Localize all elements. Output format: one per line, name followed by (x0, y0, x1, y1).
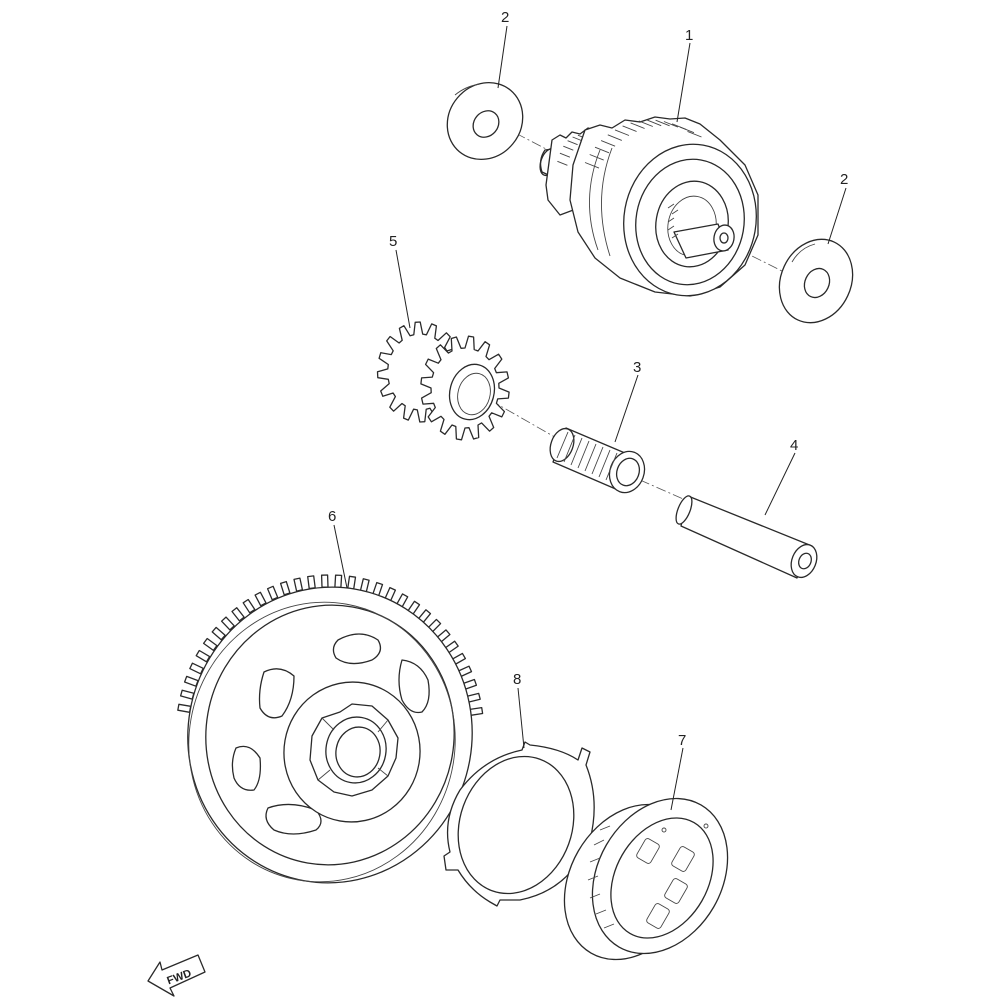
callout-part-1: 1 (685, 27, 693, 44)
callout-part-2-upper: 2 (501, 9, 509, 26)
callout-part-6: 6 (328, 508, 336, 525)
gear-tooth-line (622, 125, 637, 132)
callout-part-3: 3 (633, 359, 641, 376)
callout-part-2-lower: 2 (840, 171, 848, 188)
starter-wheel-gear (177, 574, 484, 884)
callout-part-4: 4 (790, 437, 798, 454)
wheel-gear-tooth (307, 575, 316, 590)
wheel-gear-tooth (179, 689, 195, 700)
wheel-gear-tooth (469, 706, 484, 716)
callout-numbers: 2 1 2 3 4 5 6 7 8 (328, 9, 848, 749)
wheel-gear-tooth (254, 591, 267, 607)
gear-tooth-line (630, 122, 645, 129)
gear-tooth-line (600, 140, 616, 147)
wheel-gear-tooth (195, 649, 211, 663)
callout-part-8: 8 (513, 671, 521, 688)
wheel-gear-tooth (266, 585, 279, 601)
leader-lines (333, 25, 847, 811)
wheel-gear-tooth (320, 574, 329, 588)
wheel-gear-tooth (177, 703, 192, 713)
callout-part-7: 7 (678, 732, 686, 749)
wheel-gear-tooth (202, 637, 218, 652)
wheel-gear-tooth (231, 607, 245, 622)
gear-tooth-line (679, 126, 695, 134)
wheel-gear-tooth (242, 598, 256, 614)
wheel-gear-tooth (334, 574, 343, 589)
needle-bearing (549, 427, 646, 494)
fwd-arrow-icon: FWD (147, 954, 206, 997)
wheel-gear-tooth (293, 577, 304, 592)
one-way-clutch (563, 797, 729, 961)
callout-part-5: 5 (389, 233, 397, 250)
washer-lower (778, 238, 854, 324)
clutch-plate (443, 741, 595, 907)
gear-tooth-line (663, 121, 679, 128)
gear-tooth-line (647, 119, 662, 127)
starter-clutch-assembly (539, 116, 759, 297)
wheel-gear-tooth (220, 616, 235, 631)
wheel-gear-tooth (183, 675, 199, 687)
gear-tooth-line (559, 152, 571, 158)
gear-tooth-line (557, 160, 568, 166)
gear-tooth-line (614, 129, 630, 136)
gear-tooth-line (594, 146, 610, 154)
gear-tooth-line (655, 119, 670, 127)
gear-tooth-line (687, 130, 702, 138)
wheel-gear-tooth (189, 662, 204, 675)
gear-tooth-line (584, 162, 600, 169)
gear-tooth-line (607, 134, 622, 141)
gear-tooth-line (589, 154, 604, 161)
washer-upper (446, 81, 524, 161)
wheel-gear-tooth (279, 580, 291, 596)
idler-shaft (675, 495, 818, 579)
gear-tooth-line (567, 140, 578, 146)
idler-gear (376, 321, 510, 441)
gear-tooth-line (638, 120, 653, 127)
wheel-gear-tooth (211, 626, 226, 641)
wheel-gear-tooth (347, 575, 357, 590)
gear-tooth-line (563, 145, 574, 151)
